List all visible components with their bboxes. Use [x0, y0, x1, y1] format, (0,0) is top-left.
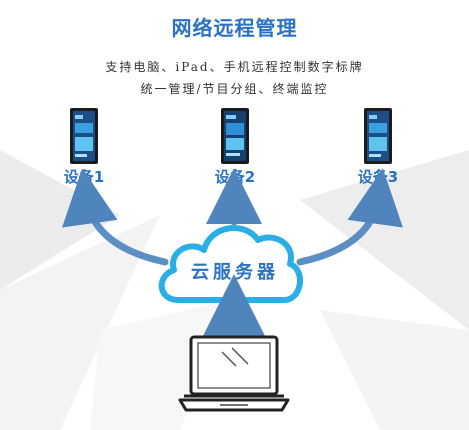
- cloud-server-label: 云服务器: [191, 262, 279, 283]
- subtitle-line-1: 支持电脑、iPad、手机远程控制数字标牌: [105, 60, 364, 74]
- laptop-icon: [178, 335, 290, 412]
- arrow-to-device-1: [62, 168, 169, 266]
- diagram-title: 网络远程管理: [171, 16, 298, 40]
- display-device-icon: [221, 108, 249, 164]
- display-device-icon: [70, 108, 98, 164]
- arrow-to-device-3: [296, 168, 403, 266]
- subtitle-line-2: 统一管理/节目分组、终端监控: [140, 82, 329, 96]
- display-device-icon: [364, 108, 392, 164]
